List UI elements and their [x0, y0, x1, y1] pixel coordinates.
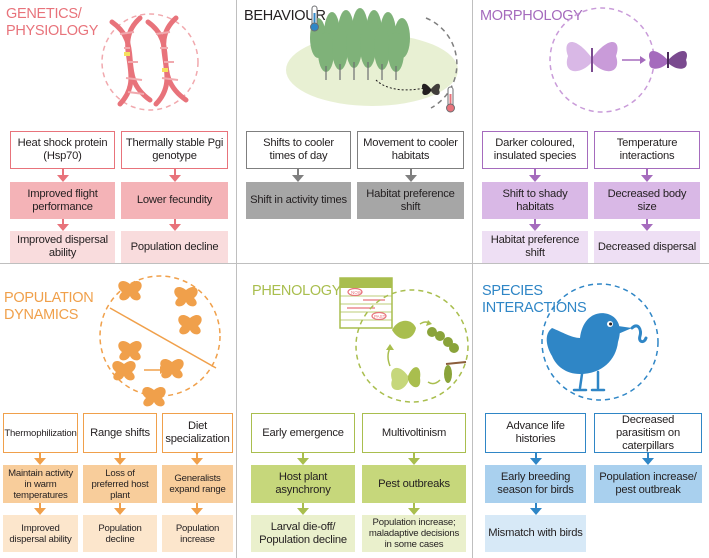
panel-title: POPULATION DYNAMICS	[4, 290, 94, 323]
forest-icon	[286, 8, 458, 109]
decreased-parasitism-box: Decreased parasitism on caterpillars	[594, 413, 702, 453]
lifecycle-icon	[355, 289, 469, 403]
arrow-down	[191, 503, 203, 515]
activity-times-box: Shift in activity times	[246, 182, 351, 219]
lower-fecundity-box: Lower fecundity	[121, 182, 228, 219]
caterpillar-icon	[427, 327, 459, 353]
panel-title: SPECIES INTERACTIONS	[482, 283, 587, 316]
dispersal-ability-box: Improved dispersal ability	[3, 515, 78, 552]
maintain-activity-box: Maintain activity in warm temperatures	[3, 465, 78, 503]
panel-title: BEHAVIOUR	[244, 8, 326, 24]
calendar-icon: NOW PAST	[339, 277, 393, 329]
population-increase-box: Population increase	[162, 515, 233, 552]
early-emergence-box: Early emergence	[251, 413, 355, 453]
habitat-preference-box: Habitat preference shift	[357, 182, 464, 219]
divider-horizontal	[0, 263, 709, 264]
early-breeding-box: Early breeding season for birds	[485, 465, 586, 503]
arrow-down	[297, 453, 309, 465]
dispersal-ability-box: Improved dispersal ability	[10, 231, 115, 263]
dna-icon	[101, 13, 199, 111]
chrysalis-icon	[444, 361, 467, 383]
panel-title: PHENOLOGY	[252, 283, 342, 299]
arrow-down	[408, 503, 420, 515]
arrow-down	[297, 503, 309, 515]
arrow-down	[641, 219, 653, 231]
arrow-down	[191, 453, 203, 465]
flight-performance-box: Improved flight performance	[10, 182, 115, 219]
bird-icon	[541, 283, 659, 401]
host-plant-asynchrony-box: Host plant asynchrony	[251, 465, 355, 503]
cooler-times-box: Shifts to cooler times of day	[246, 131, 351, 169]
arrow-down	[34, 503, 46, 515]
multivoltinism-box: Multivoltinism	[362, 413, 466, 453]
arrow-down	[530, 503, 542, 515]
cooler-habitats-box: Movement to cooler habitats	[357, 131, 464, 169]
arrow-down	[529, 219, 541, 231]
arrow-down	[114, 453, 126, 465]
decreased-dispersal-box: Decreased dispersal	[594, 231, 700, 263]
diet-specialization-box: Diet specialization	[162, 413, 233, 453]
arrow-down	[408, 453, 420, 465]
thermometer-icon	[446, 86, 455, 113]
pest-outbreaks-box: Pest outbreaks	[362, 465, 466, 503]
arrow-down	[642, 453, 654, 465]
butterfly-icon	[391, 367, 421, 391]
butterfly-icon	[421, 83, 441, 96]
arrow-down	[641, 169, 653, 182]
arrow-down	[57, 169, 69, 182]
leaf-icon	[392, 320, 416, 339]
pgi-genotype-box: Thermally stable Pgi genotype	[121, 131, 228, 169]
arrow-down	[169, 169, 181, 182]
arrow-down	[57, 219, 69, 231]
calendar-mark-past: PAST	[374, 314, 386, 319]
panel-title: GENETICS/ PHYSIOLOGY	[6, 6, 99, 39]
panel-title: MORPHOLOGY	[480, 8, 583, 24]
arrow-down	[114, 503, 126, 515]
advance-life-histories-box: Advance life histories	[485, 413, 586, 453]
population-decline-box: Population decline	[83, 515, 157, 552]
habitat-preference-box: Habitat preference shift	[482, 231, 588, 263]
arrow-down	[169, 219, 181, 231]
thermophilization-box: Thermophilization	[3, 413, 78, 453]
arrow-down	[34, 453, 46, 465]
butterfly-icon	[99, 275, 221, 407]
host-plant-loss-box: Loss of preferred host plant	[83, 465, 157, 503]
arrow-down	[530, 453, 542, 465]
range-shifts-box: Range shifts	[83, 413, 157, 453]
divider-vertical-2	[472, 0, 473, 558]
body-size-box: Decreased body size	[594, 182, 700, 219]
darker-species-box: Darker coloured, insulated species	[482, 131, 588, 169]
arrow-down	[529, 169, 541, 182]
population-decline-box: Population decline	[121, 231, 228, 263]
larval-die-off-box: Larval die-off/ Population decline	[251, 515, 355, 552]
shady-habitats-box: Shift to shady habitats	[482, 182, 588, 219]
arrow-down	[405, 169, 417, 182]
calendar-mark-now: NOW	[351, 290, 363, 295]
thermometer-icon	[310, 5, 319, 32]
butterfly-icon	[549, 7, 688, 113]
temperature-interactions-box: Temperature interactions	[594, 131, 700, 169]
divider-vertical-1	[236, 0, 237, 558]
generalists-expand-box: Generalists expand range	[162, 465, 233, 503]
hsp70-box: Heat shock protein (Hsp70)	[10, 131, 115, 169]
maladaptive-decisions-box: Population increase; maladaptive decisio…	[362, 515, 466, 552]
arrow-down	[292, 169, 304, 182]
mismatch-birds-box: Mismatch with birds	[485, 515, 586, 552]
pest-outbreak-box: Population increase/ pest outbreak	[594, 465, 702, 503]
